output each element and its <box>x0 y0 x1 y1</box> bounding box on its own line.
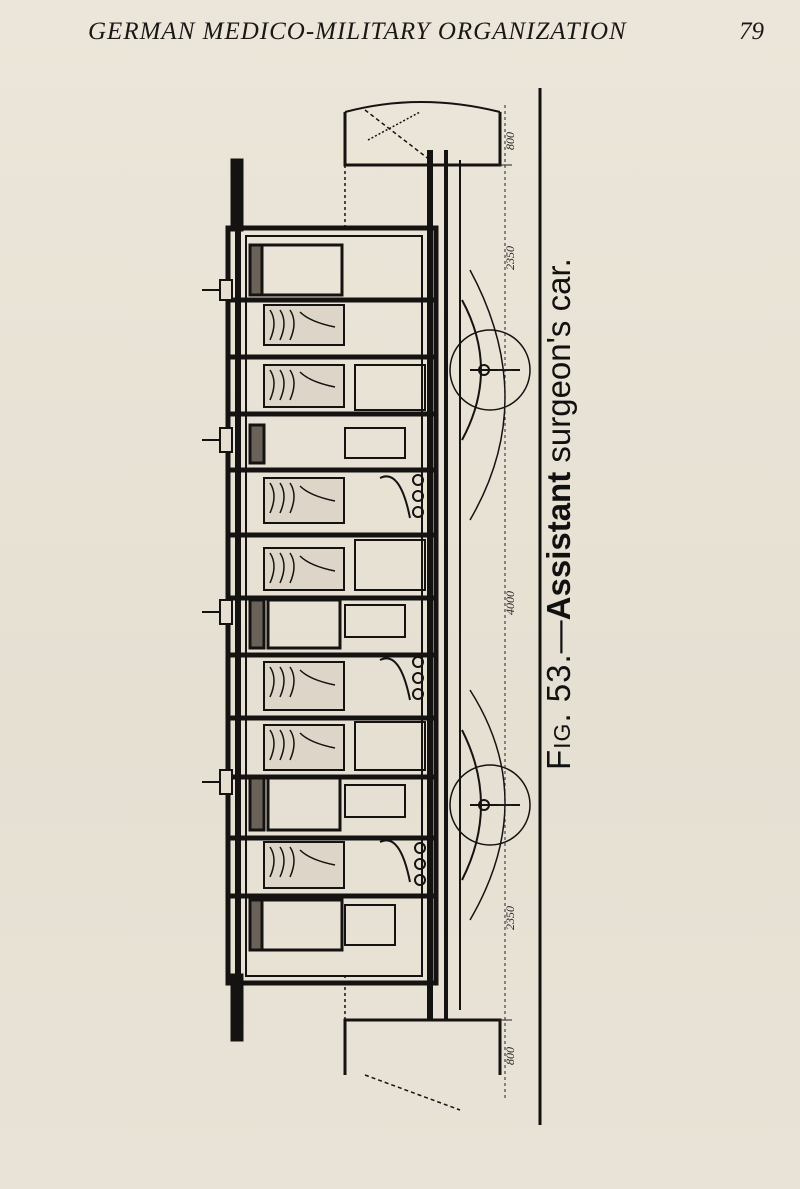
caption-dash: — <box>540 620 577 654</box>
caption-text: surgeon's car. <box>540 258 577 463</box>
dimension-label: 2350 <box>503 906 517 930</box>
dimension-labels: 800 2350 4000 2350 800 <box>503 132 517 1065</box>
suspension-chains <box>344 111 421 1040</box>
figure-number: Fig. 53. <box>540 653 577 770</box>
figure-caption: Fig. 53.—Assistant surgeon's car. <box>540 258 578 770</box>
cabinets <box>344 364 426 946</box>
wheel-bogies <box>449 269 531 921</box>
running-head: GERMAN MEDICO-MILITARY ORGANIZATION <box>88 18 627 45</box>
dimension-label: 800 <box>503 132 517 150</box>
platforms <box>230 101 502 1111</box>
caption-bold: Assistant <box>540 462 577 621</box>
stretcher-litters <box>263 304 345 889</box>
hooks <box>412 474 426 886</box>
dimension-label: 800 <box>503 1047 517 1065</box>
page-number: 79 <box>739 18 764 45</box>
curtain-folds <box>269 309 336 878</box>
dimension-label: 4000 <box>503 591 517 615</box>
side-lamps <box>202 279 233 795</box>
dimension-line <box>498 105 512 1100</box>
windows <box>248 243 344 952</box>
dimension-label: 2350 <box>503 246 517 270</box>
